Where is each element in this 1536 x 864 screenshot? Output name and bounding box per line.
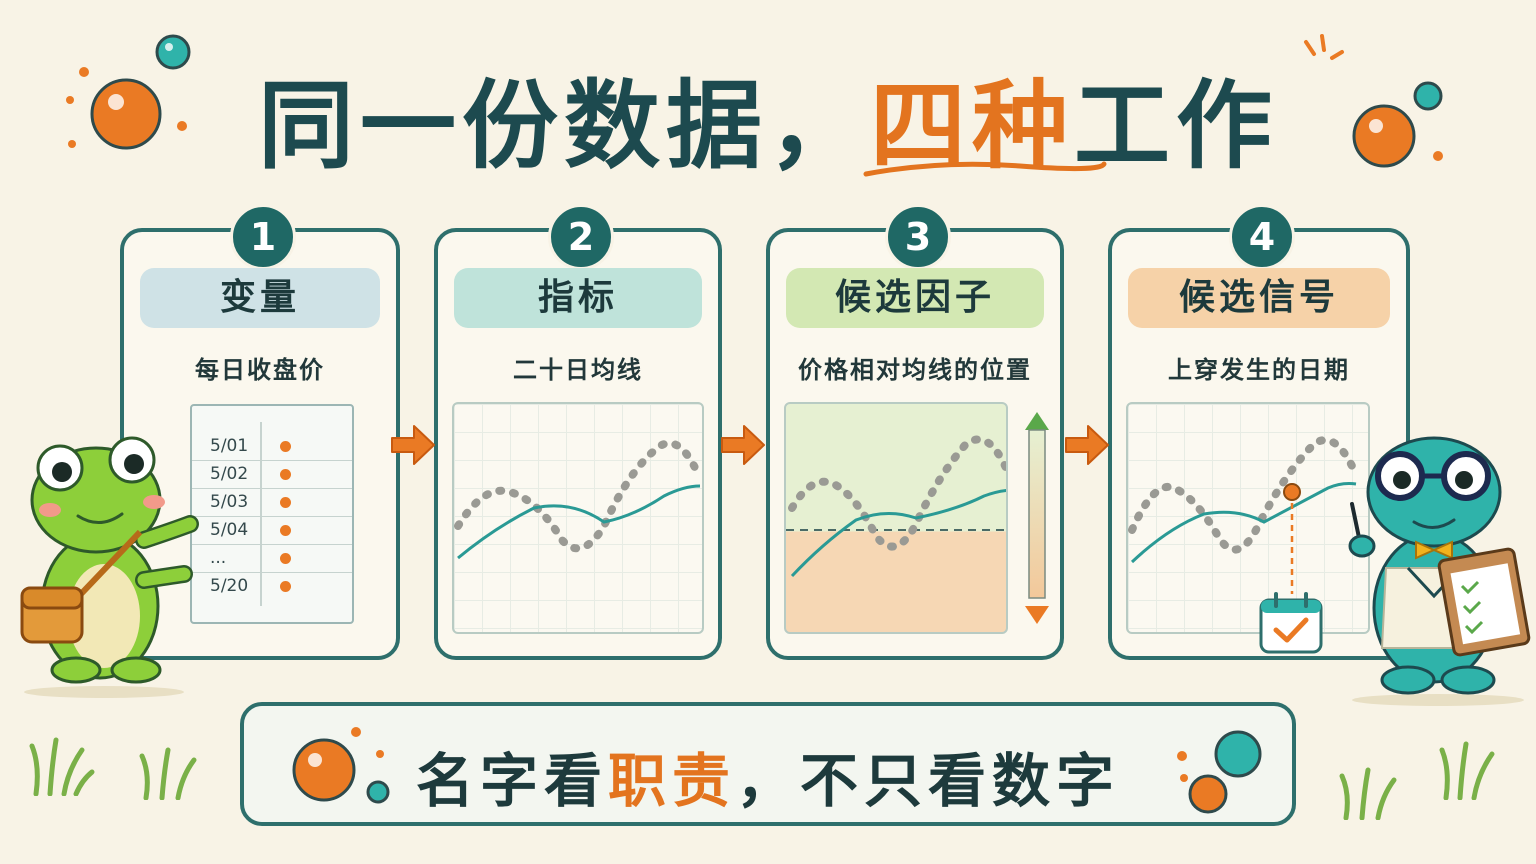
card-candidate-factor: 3 候选因子 价格相对均线的位置	[766, 204, 1064, 660]
card-desc: 上穿发生的日期	[1168, 356, 1350, 384]
card-desc: 每日收盘价	[195, 356, 325, 384]
table-row-date: 5/03	[210, 492, 249, 512]
grass-decoration	[139, 747, 197, 800]
card-label: 指标	[454, 268, 702, 328]
data-dot	[280, 441, 291, 452]
data-dot	[280, 553, 291, 564]
table-row-date: ...	[210, 548, 227, 568]
table-row-date: 5/20	[210, 576, 249, 596]
crossover-chart	[1126, 402, 1370, 634]
grass-decoration	[1339, 767, 1397, 820]
bubble-decoration-footer-left	[292, 727, 390, 804]
grass-decoration	[29, 737, 95, 796]
data-dot	[280, 525, 291, 536]
table-row-date: 5/01	[210, 436, 249, 456]
table-row: 5/03	[192, 488, 352, 517]
arrow-right-icon	[721, 425, 765, 465]
card-label: 变量	[140, 268, 380, 328]
card-label: 候选信号	[1128, 268, 1390, 328]
footer-text-a: 名字看	[415, 747, 608, 815]
data-dot	[280, 469, 291, 480]
table-row: 5/02	[192, 460, 352, 489]
footer-banner: 名字看职责，不只看数字	[240, 702, 1296, 826]
step-badge: 2	[548, 204, 614, 270]
step-badge: 4	[1229, 204, 1295, 270]
card-desc: 二十日均线	[513, 356, 643, 384]
relative-position-chart	[784, 402, 1008, 634]
bubble-decoration-left	[66, 34, 191, 150]
step-badge: 3	[885, 204, 951, 270]
title-main: 同一份数据，	[258, 70, 870, 182]
moving-average-chart	[452, 402, 704, 634]
footer-text: 名字看职责，不只看数字	[244, 734, 1292, 818]
data-dot	[280, 581, 291, 592]
bubble-decoration-right	[1304, 34, 1443, 168]
table-row: 5/04	[192, 516, 352, 545]
title-underline-decoration	[863, 161, 1107, 177]
table-row-date: 5/02	[210, 464, 249, 484]
frog-mascot-right-illustration	[1348, 436, 1531, 706]
calendar-check-icon	[1259, 592, 1323, 654]
step-badge: 1	[230, 204, 296, 270]
bubble-decoration-footer-right	[1177, 730, 1262, 814]
table-row: ...	[192, 544, 352, 573]
price-table: 5/01 5/02 5/03 5/04 ... 5/20	[190, 404, 354, 624]
frog-mascot-left-illustration	[20, 436, 199, 698]
table-row: 5/20	[192, 572, 352, 600]
card-candidate-signal: 4 候选信号 上穿发生的日期	[1108, 204, 1410, 660]
data-dot	[280, 497, 291, 508]
card-label: 候选因子	[786, 268, 1044, 328]
position-gauge	[1025, 412, 1049, 624]
table-divider	[260, 422, 262, 606]
arrow-right-icon	[1065, 425, 1109, 465]
card-indicator: 2 指标 二十日均线	[434, 204, 722, 660]
page-title: 同一份数据，四种工作	[0, 48, 1536, 187]
footer-text-b: ，不只看数字	[736, 747, 1121, 815]
table-row: 5/01	[192, 432, 352, 461]
card-desc: 价格相对均线的位置	[798, 356, 1032, 384]
table-row-date: 5/04	[210, 520, 249, 540]
arrow-right-icon	[391, 425, 435, 465]
footer-text-accent: 职责	[607, 747, 736, 815]
title-tail: 工作	[1074, 70, 1278, 182]
grass-decoration	[1439, 741, 1495, 800]
